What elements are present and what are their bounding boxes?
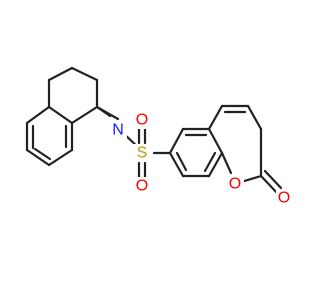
bond — [207, 104, 224, 131]
bond — [47, 66, 74, 82]
nitrogen-label-bg — [110, 121, 127, 139]
carbonyl-oxygen-label-bg — [276, 189, 293, 207]
sulfonyl-oxygen-bottom-label: O — [136, 178, 148, 195]
molecule-canvas: N S O O O O — [25, 66, 293, 207]
bond — [47, 105, 74, 125]
ring-oxygen-label: O — [229, 176, 241, 193]
bond — [25, 148, 51, 167]
atom-label-layer: N S O O O O — [110, 111, 293, 207]
structure-diagram: N S O O O O — [25, 66, 293, 207]
bond — [207, 127, 224, 155]
bond — [239, 174, 263, 184]
bond — [168, 151, 185, 178]
sulfur-label-bg — [133, 144, 150, 162]
bond — [207, 151, 224, 178]
nitrogen-atom-label: N — [112, 122, 124, 139]
bond — [246, 104, 263, 131]
bond — [47, 148, 74, 167]
sulfonyl-oxygen-top-label: O — [136, 112, 148, 129]
bond — [70, 66, 99, 82]
bond — [33, 147, 52, 161]
sulfonyl-oxygen-bottom-label-bg — [133, 177, 150, 195]
ring-oxygen-label-bg — [227, 175, 244, 193]
bond — [70, 105, 99, 125]
bond — [168, 127, 185, 155]
bond — [220, 151, 233, 175]
bond — [263, 169, 283, 190]
sulfur-atom-label: S — [137, 145, 148, 162]
bond — [175, 151, 188, 172]
bond — [25, 105, 51, 125]
carbonyl-oxygen-label: O — [278, 190, 290, 207]
sulfonyl-oxygen-top-label-bg — [133, 111, 150, 129]
bond — [203, 151, 217, 173]
bond — [95, 105, 112, 118]
bond-layer — [25, 66, 283, 197]
